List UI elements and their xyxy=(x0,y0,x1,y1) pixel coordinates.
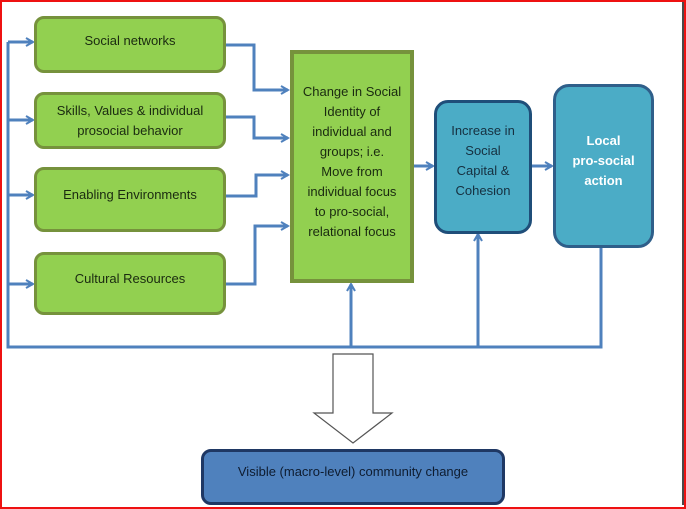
input-label: Skills, Values & individual prosocial be… xyxy=(56,102,204,138)
outcome-box-community-change: Visible (macro-level) community change xyxy=(201,449,505,505)
box-social-capital: Increase in Social Capital & Cohesion xyxy=(434,100,532,234)
input-box-social-networks: Social networks xyxy=(34,16,226,73)
input-arrow-4 xyxy=(225,226,288,286)
box-local-action: Local pro-social action xyxy=(553,84,654,248)
outcome-label: Visible (macro-level) community change xyxy=(237,464,469,479)
input-box-enabling-environments: Enabling Environments xyxy=(34,167,226,232)
input-label: Social networks xyxy=(84,33,176,48)
capital-label: Increase in Social Capital & Cohesion xyxy=(451,123,515,198)
down-arrow-icon xyxy=(312,353,394,444)
frame-edge xyxy=(682,2,684,505)
input-box-skills-values: Skills, Values & individual prosocial be… xyxy=(34,92,226,149)
input-arrow-2 xyxy=(225,115,288,138)
input-label: Cultural Resources xyxy=(74,271,186,286)
central-label: Change in Social Identity of individual … xyxy=(302,84,402,239)
central-box-social-identity: Change in Social Identity of individual … xyxy=(290,50,414,283)
input-arrow-3 xyxy=(225,175,288,198)
action-label: Local pro-social action xyxy=(572,133,635,188)
input-label: Enabling Environments xyxy=(63,187,197,202)
input-box-cultural-resources: Cultural Resources xyxy=(34,252,226,315)
input-arrow-1 xyxy=(225,43,288,90)
